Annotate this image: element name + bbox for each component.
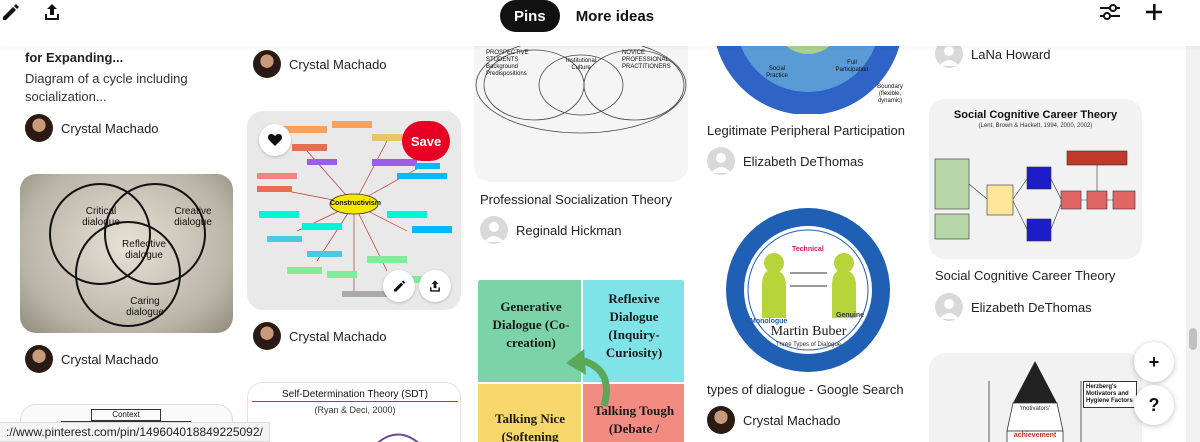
venn-diagram-pin[interactable]: Critical dialogue Creative dialogue Refl… [20, 174, 233, 333]
save-button[interactable]: Save [402, 121, 450, 161]
constructivism-pin[interactable]: Constructivism Save [247, 111, 461, 310]
buber-name: Martin Buber [770, 324, 847, 339]
floating-add-button[interactable]: + [1134, 342, 1174, 382]
venn-label-critical: Critical dialogue [82, 206, 120, 228]
pin-author[interactable]: Crystal Machado [25, 345, 159, 373]
scct-pin[interactable]: Social Cognitive Career Theory (Lent, Br… [929, 99, 1142, 259]
sdt-subtitle: (Ryan & Deci, 2000) [314, 405, 396, 415]
herzberg-title-box: Herzberg's Motivators and Hygiene Factor… [1083, 381, 1137, 408]
quadrant-tr [583, 280, 684, 382]
pin-author[interactable]: Elizabeth DeThomas [935, 293, 1092, 321]
heart-icon [267, 134, 283, 146]
pin-author[interactable]: Crystal Machado [253, 50, 387, 78]
status-bar-url: ://www.pinterest.com/pin/149604018849225… [0, 422, 270, 442]
like-button[interactable] [259, 124, 291, 156]
quadrant-br [583, 384, 684, 442]
achievement-label: achievement [1013, 432, 1057, 439]
venn-label-creative: Creative dialogue [174, 206, 212, 228]
sdt-divider [252, 401, 458, 402]
avatar [707, 406, 735, 434]
cycle-arrow-icon [566, 349, 610, 407]
buber-subtitle: Three Types of Dialogue [775, 342, 842, 348]
pin-description: Diagram of a cycle including socializati… [25, 71, 188, 104]
dialogue-quadrant-pin[interactable]: Generative Dialogue (Co-creation) Reflex… [474, 276, 688, 442]
avatar [25, 345, 53, 373]
floating-help-button[interactable]: ? [1134, 385, 1174, 425]
share-button[interactable] [34, 0, 70, 30]
upload-icon [45, 4, 59, 20]
venn-label-caring: Caring dialogue [126, 296, 164, 318]
sdt-arc [377, 433, 419, 442]
pin-author[interactable]: Crystal Machado [253, 322, 387, 350]
pencil-icon [394, 280, 406, 292]
technical-label: Technical [792, 246, 824, 253]
pin-tabs: Pins More ideas [500, 0, 656, 32]
avatar-placeholder [707, 147, 735, 175]
reflexive-dialogue-label: Reflexive Dialogue (Inquiry-Curiosity) [605, 291, 663, 360]
pin-title[interactable]: types of dialogue - Google Search [707, 382, 904, 397]
practitioners-label: NOVICE PROFESSIONAL PRACTITIONERS [622, 50, 671, 70]
avatar [253, 322, 281, 350]
full-participation-label: Full Participation [835, 60, 869, 73]
sdt-pin[interactable]: Self-Determination Theory (SDT) (Ryan & … [247, 382, 461, 442]
socialization-diagram-pin[interactable]: UNIVERSITY PROSPECTIVE STUDENTS Backgrou… [474, 30, 688, 182]
plus-icon [1146, 4, 1162, 20]
tab-more-ideas[interactable]: More ideas [575, 7, 655, 25]
scct-flowchart [934, 150, 1136, 242]
pencil-icon [3, 4, 19, 20]
generative-dialogue-label: Generative Dialogue (Co-creation) [492, 299, 570, 350]
concept-map [257, 121, 452, 297]
upload-icon [430, 280, 440, 292]
sdt-title: Self-Determination Theory (SDT) [282, 389, 428, 400]
talking-tough-label: Talking Tough (Debate / [593, 403, 675, 436]
tab-pins[interactable]: Pins [500, 0, 560, 32]
edit-pin-button[interactable] [383, 270, 415, 302]
genuine-label: Genuine [836, 312, 865, 319]
add-button[interactable] [1136, 0, 1172, 30]
context-line [61, 421, 191, 422]
pin-title[interactable]: Professional Socialization Theory [480, 192, 672, 207]
herzberg-pin[interactable]: Herzberg's Motivators and Hygiene Factor… [929, 353, 1142, 442]
edit-button[interactable] [0, 0, 28, 30]
social-practice-label: Social Practice [766, 66, 788, 79]
monologue-label: Monologue [750, 318, 788, 325]
buber-diagram [726, 208, 890, 372]
pin-title[interactable]: Legitimate Peripheral Participation [707, 123, 905, 138]
filter-button[interactable] [1092, 0, 1128, 30]
top-toolbar: Pins More ideas [0, 0, 1200, 46]
concept-center-label: Constructivism [330, 200, 381, 207]
pin-title[interactable]: for Expanding... [25, 50, 124, 65]
students-label: PROSPECTIVE STUDENTS Background Predispo… [486, 50, 529, 77]
scct-image-title: Social Cognitive Career Theory [953, 109, 1118, 121]
herzberg-pyramid [988, 361, 1082, 442]
venn-label-reflective: Reflective dialogue [122, 239, 166, 261]
quadrant-tl [478, 280, 581, 382]
pin-author[interactable]: Reginald Hickman [480, 216, 622, 244]
scrollbar[interactable] [1186, 46, 1200, 442]
boundary-label: Boundary (flexible, dynamic) [877, 84, 903, 104]
context-box: Context [91, 409, 161, 421]
buber-dialogue-pin[interactable]: Technical Monologue Genuine Martin Buber… [702, 208, 915, 373]
sliders-icon [1100, 4, 1120, 20]
talking-nice-label: Talking Nice (Softening [495, 411, 565, 442]
culture-label: Institutional Culture [565, 58, 597, 71]
pin-title[interactable]: Social Cognitive Career Theory [935, 268, 1116, 283]
quadrant-bl [478, 384, 581, 442]
pin-author[interactable]: Elizabeth DeThomas [707, 147, 864, 175]
avatar-placeholder [935, 293, 963, 321]
share-pin-button[interactable] [419, 270, 451, 302]
scrollbar-thumb[interactable] [1189, 328, 1197, 350]
avatar [253, 50, 281, 78]
avatar-placeholder [480, 216, 508, 244]
avatar [25, 114, 53, 142]
motivators-label: 'motivators' [1020, 406, 1050, 412]
scct-image-subtitle: (Lent, Brown & Hackett, 1994, 2000, 2002… [978, 123, 1093, 129]
pin-author[interactable]: Crystal Machado [707, 406, 841, 434]
pin-author[interactable]: Crystal Machado [25, 114, 159, 142]
